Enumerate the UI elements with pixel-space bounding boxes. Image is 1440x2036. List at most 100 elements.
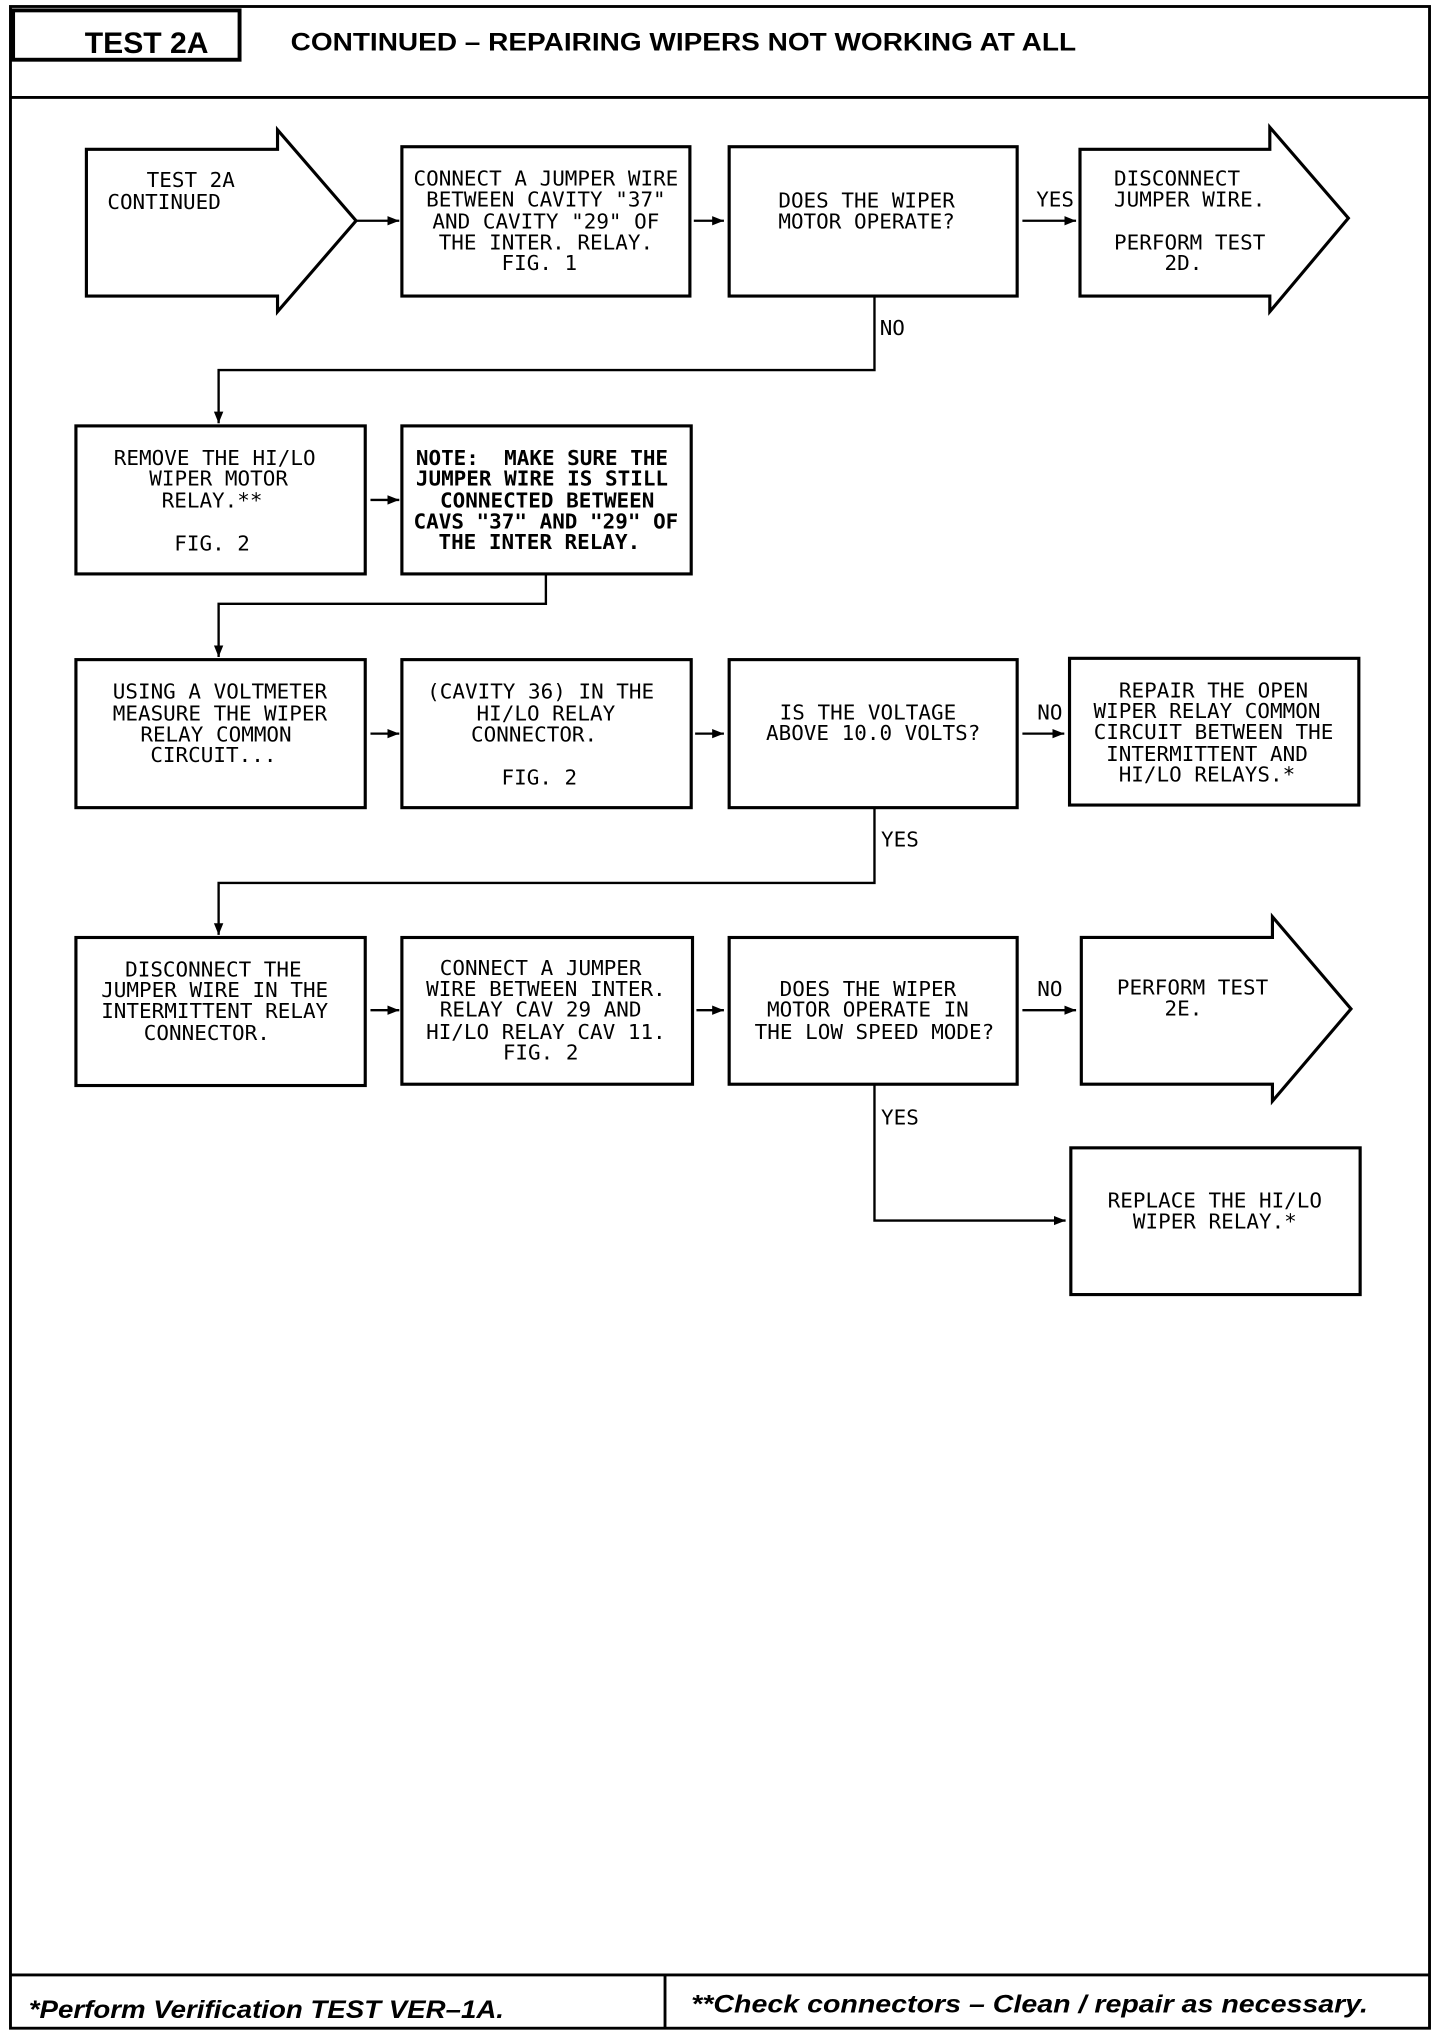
step-text-line: MEASURE THE WIPER bbox=[113, 702, 328, 726]
step-text-line: DISCONNECT bbox=[1114, 167, 1241, 191]
step-text-line: MOTOR OPERATE? bbox=[778, 210, 955, 234]
step-text-line: JUMPER WIRE IS STILL bbox=[416, 467, 668, 491]
test-label: TEST 2A bbox=[85, 27, 209, 60]
step-text-line: REPLACE THE HI/LO bbox=[1108, 1189, 1322, 1213]
step-repair-open-circuit: REPAIR THE OPEN WIPER RELAY COMMON CIRCU… bbox=[1067, 656, 1361, 807]
step-disconnect-jumper: DISCONNECT THE JUMPER WIRE IN THE INTERM… bbox=[74, 935, 367, 1088]
branch-label-no: NO bbox=[1037, 700, 1062, 724]
step-box bbox=[1067, 656, 1361, 807]
step-text-line: RELAY COMMON bbox=[140, 723, 291, 747]
step-text-line: FIG. 1 bbox=[502, 251, 578, 275]
step-text-line: CIRCUIT... bbox=[150, 743, 276, 767]
step-text-line: DOES THE WIPER bbox=[780, 977, 957, 1001]
step-text-line: 2E. bbox=[1164, 996, 1202, 1020]
step-text-line: CONNECTOR. bbox=[144, 1021, 270, 1045]
step-perform-test-2d: DISCONNECT JUMPER WIRE. PERFORM TEST 2D. bbox=[1078, 123, 1351, 316]
step-connect-jumper-wire: CONNECT A JUMPER WIRE BETWEEN CAVITY "37… bbox=[400, 145, 692, 298]
step-text-line: MOTOR OPERATE IN bbox=[767, 998, 969, 1022]
step-text-line: JUMPER WIRE IN THE bbox=[101, 978, 328, 1002]
step-text-line: CONNECT A JUMPER WIRE bbox=[413, 167, 678, 191]
step-text-line: BETWEEN CAVITY "37" bbox=[426, 188, 666, 212]
step-text-line: 2D. bbox=[1164, 251, 1202, 275]
step-text-line: WIRE BETWEEN INTER. bbox=[426, 977, 666, 1001]
step-text-line: CONNECTOR. bbox=[471, 723, 597, 747]
step-box bbox=[727, 658, 1019, 810]
step-text-line: CAVS "37" AND "29" OF bbox=[413, 510, 678, 534]
step-box bbox=[400, 658, 693, 810]
step-test-2a-continued: TEST 2A CONTINUED bbox=[84, 125, 359, 316]
step-text-line: THE LOW SPEED MODE? bbox=[755, 1020, 995, 1044]
connector-path bbox=[213, 573, 548, 658]
step-perform-test-2e: PERFORM TEST 2E. bbox=[1079, 912, 1354, 1106]
step-text-line: WIPER MOTOR bbox=[149, 467, 288, 491]
step-measure-voltage: USING A VOLTMETER MEASURE THE WIPER RELA… bbox=[74, 658, 367, 810]
step-text-line: FIG. 2 bbox=[174, 532, 250, 556]
step-text-line: DOES THE WIPER bbox=[778, 189, 955, 213]
step-box bbox=[727, 145, 1019, 298]
decision-low-speed-mode: DOES THE WIPER MOTOR OPERATE IN THE LOW … bbox=[727, 935, 1019, 1086]
branch-label-yes: YES bbox=[881, 1106, 919, 1130]
step-text-line: FIG. 2 bbox=[503, 1041, 579, 1065]
block-arrow-shape bbox=[1079, 912, 1354, 1106]
step-text-line: HI/LO RELAYS.* bbox=[1119, 763, 1296, 787]
step-text-line: AND CAVITY "29" OF bbox=[432, 210, 659, 234]
footer-connector-note: **Check connectors – Clean / repair as n… bbox=[691, 1992, 1368, 2019]
note-jumper-still-connected: NOTE: MAKE SURE THE JUMPER WIRE IS STILL… bbox=[400, 424, 693, 576]
step-box bbox=[400, 145, 692, 298]
step-text-line: CIRCUIT BETWEEN THE bbox=[1094, 720, 1334, 744]
footer: *Perform Verification TEST VER–1A. **Che… bbox=[10, 1973, 1430, 2029]
step-text-line: TEST 2A bbox=[147, 168, 236, 192]
step-text-line: RELAY.** bbox=[162, 489, 263, 513]
branch-label-no: NO bbox=[880, 316, 905, 340]
connector-yes-path bbox=[873, 1084, 1066, 1226]
branch-label-yes: YES bbox=[881, 828, 919, 852]
connector-yes-path bbox=[213, 807, 876, 935]
step-text-line: INTERMITTENT RELAY bbox=[101, 999, 328, 1023]
branch-label-no: NO bbox=[1037, 977, 1062, 1001]
step-text-line: REMOVE THE HI/LO bbox=[114, 446, 316, 470]
step-text-line: (CAVITY 36) IN THE bbox=[427, 680, 654, 704]
step-box bbox=[400, 935, 695, 1086]
step-text-line: CONTINUED bbox=[107, 190, 220, 214]
step-text-line: NOTE: MAKE SURE THE bbox=[416, 446, 668, 470]
step-text-line: WIPER RELAY.* bbox=[1133, 1209, 1297, 1233]
step-text-line: CONNECT A JUMPER bbox=[440, 956, 642, 980]
step-text-line: IS THE VOLTAGE bbox=[780, 700, 957, 724]
step-text-line: RELAY CAV 29 AND bbox=[440, 998, 642, 1022]
step-text-line: THE INTER RELAY. bbox=[438, 530, 640, 554]
step-text-line: HI/LO RELAY bbox=[477, 702, 616, 726]
step-text-line: JUMPER WIRE. bbox=[1114, 188, 1265, 212]
decision-wiper-motor-operate: DOES THE WIPER MOTOR OPERATE? bbox=[727, 145, 1019, 298]
connector-no-path bbox=[213, 296, 876, 424]
page-title: CONTINUED – REPAIRING WIPERS NOT WORKING… bbox=[291, 30, 1076, 57]
decision-voltage-above-10: IS THE VOLTAGE ABOVE 10.0 VOLTS? bbox=[727, 658, 1019, 810]
step-text-line: PERFORM TEST bbox=[1117, 976, 1269, 1000]
block-arrow-shape bbox=[1078, 123, 1351, 316]
step-box bbox=[727, 935, 1019, 1086]
step-text-line: REPAIR THE OPEN bbox=[1119, 678, 1308, 702]
step-text-line: INTERMITTENT AND bbox=[1106, 742, 1308, 766]
step-text-line: WIPER RELAY COMMON bbox=[1093, 699, 1320, 723]
step-remove-hi-lo-relay: REMOVE THE HI/LO WIPER MOTOR RELAY.** FI… bbox=[74, 424, 367, 576]
step-text-line: ABOVE 10.0 VOLTS? bbox=[766, 721, 980, 745]
page-frame bbox=[9, 5, 1431, 2030]
step-text-line: FIG. 2 bbox=[502, 765, 578, 789]
step-text-line: CONNECTED BETWEEN bbox=[440, 489, 654, 513]
step-replace-hi-lo-relay: REPLACE THE HI/LO WIPER RELAY.* bbox=[1069, 1146, 1362, 1297]
step-connect-jumper-relays: CONNECT A JUMPER WIRE BETWEEN INTER. REL… bbox=[400, 935, 695, 1086]
step-text-line: PERFORM TEST bbox=[1114, 230, 1266, 254]
step-cavity-36: (CAVITY 36) IN THE HI/LO RELAY CONNECTOR… bbox=[400, 658, 693, 810]
footer-verification-note: *Perform Verification TEST VER–1A. bbox=[29, 1997, 504, 2024]
header: TEST 2A CONTINUED – REPAIRING WIPERS NOT… bbox=[10, 8, 1430, 99]
test-label-box bbox=[11, 8, 242, 62]
step-box bbox=[74, 424, 367, 576]
step-text-line: USING A VOLTMETER bbox=[113, 680, 328, 704]
step-box bbox=[1069, 1146, 1362, 1297]
step-box bbox=[74, 935, 367, 1088]
block-arrow-shape bbox=[84, 125, 359, 316]
branch-label-yes: YES bbox=[1036, 188, 1074, 212]
step-box bbox=[74, 658, 367, 810]
step-text-line: DISCONNECT THE bbox=[125, 958, 302, 982]
step-text-line: THE INTER. RELAY. bbox=[439, 230, 653, 254]
